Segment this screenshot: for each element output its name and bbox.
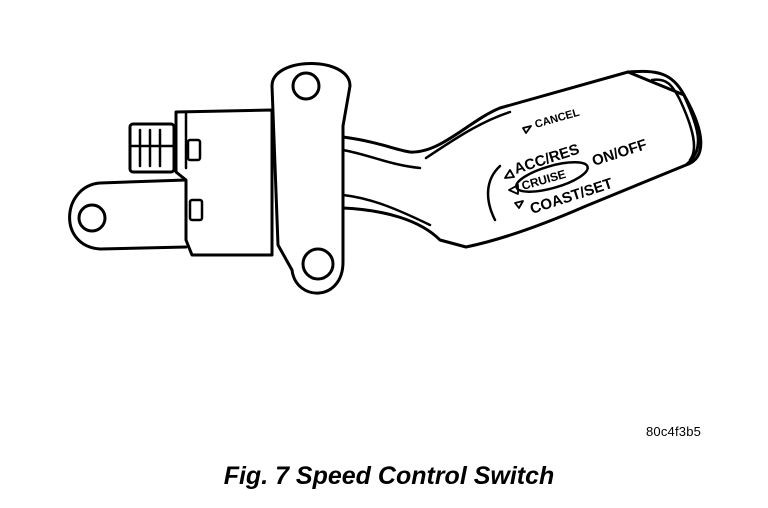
figure-caption: Fig. 7 Speed Control Switch — [223, 462, 555, 490]
housing-tab-upper — [186, 138, 202, 162]
left-mounting-hole — [77, 203, 107, 233]
lever-arm — [341, 70, 700, 249]
switch-housing — [174, 108, 274, 257]
cancel-arrow-icon — [522, 125, 532, 134]
housing-tab-lower — [188, 198, 204, 222]
cruise-left-arrow-icon — [508, 184, 519, 195]
left-mounting-tab — [68, 178, 188, 251]
coast-down-arrow-icon — [514, 200, 524, 209]
acc-up-arrow-icon — [504, 169, 515, 179]
cruise-button-oval — [515, 161, 589, 193]
bracket-lower-hole — [301, 247, 335, 281]
figure-code: 80c4f3b5 — [646, 424, 702, 439]
lever-end-cap — [626, 69, 703, 167]
electrical-connector — [128, 122, 176, 174]
bracket-upper-hole — [291, 71, 321, 101]
